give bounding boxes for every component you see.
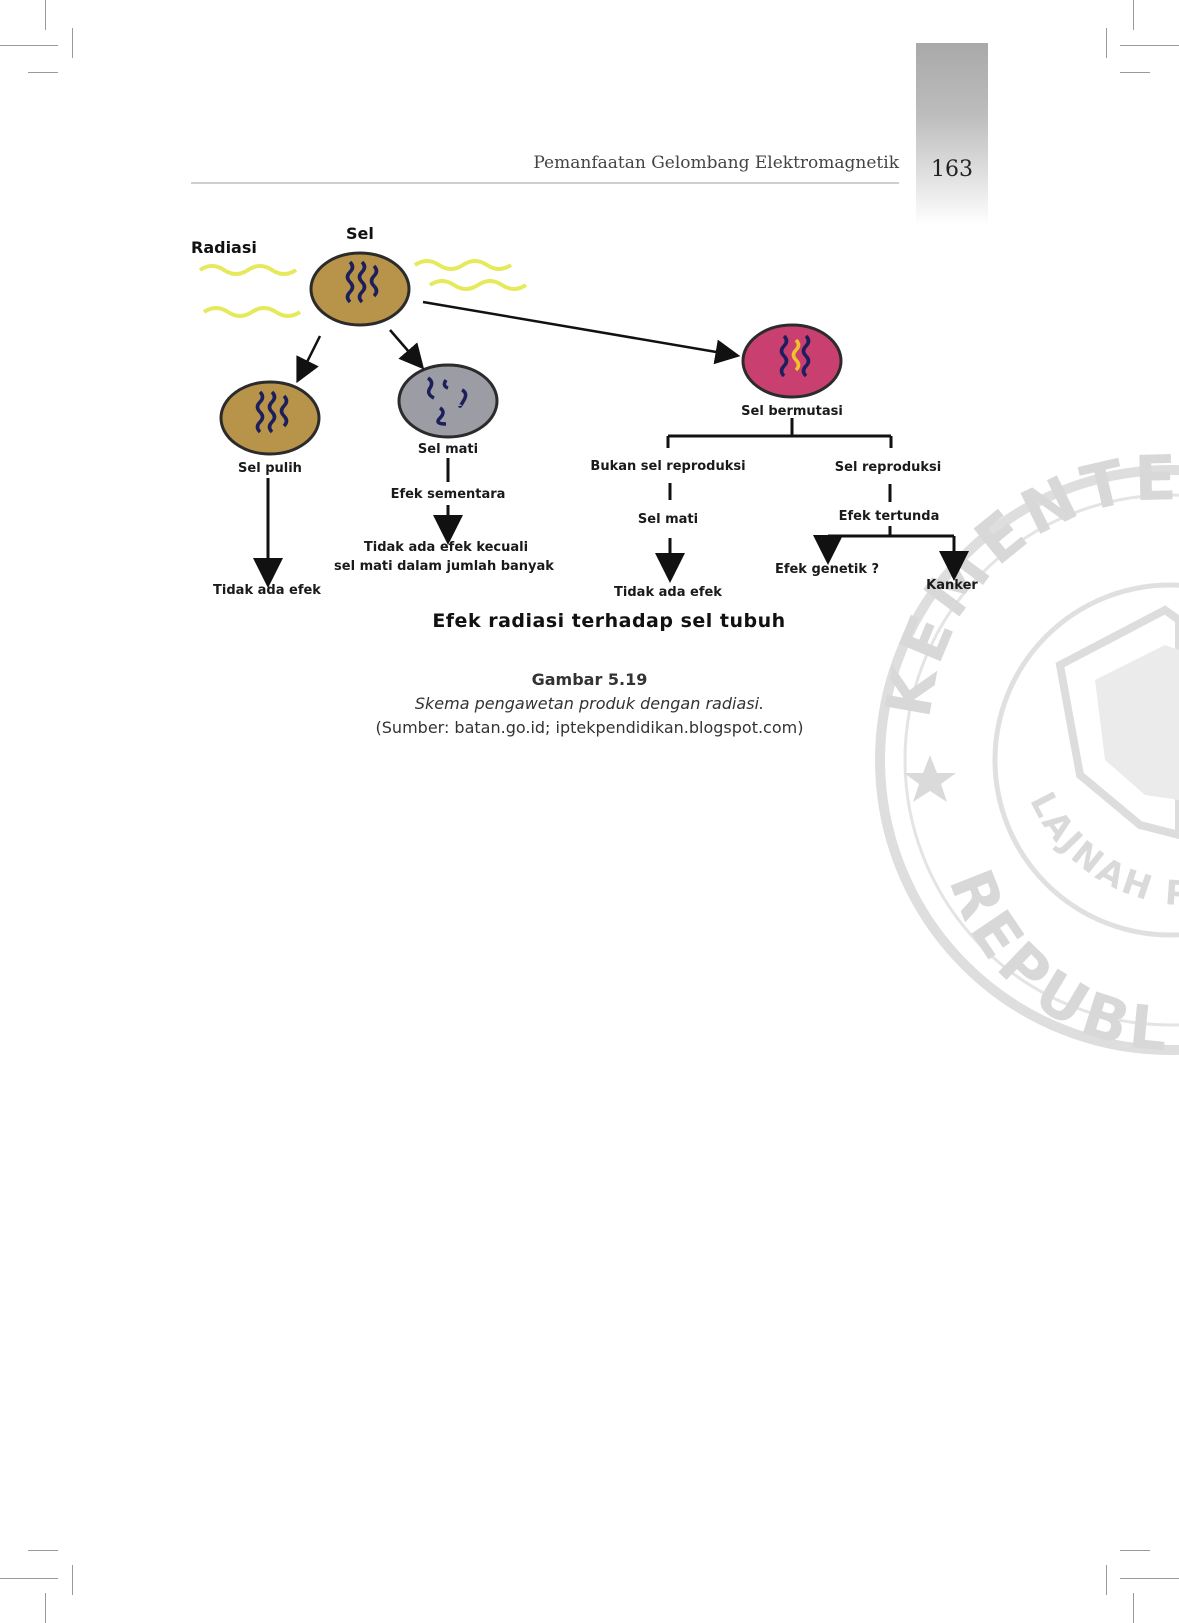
label-sel-mati-right: Sel mati xyxy=(638,512,698,527)
label-tidak-ada-efek-right: Tidak ada efek xyxy=(614,585,722,600)
crop-mark xyxy=(1120,72,1150,73)
crop-mark xyxy=(45,1593,46,1623)
crop-mark xyxy=(1120,1578,1179,1579)
label-efek-genetik: Efek genetik ? xyxy=(775,562,879,577)
crop-mark xyxy=(1133,1593,1134,1623)
label-sel-bermutasi: Sel bermutasi xyxy=(741,404,843,419)
label-efek-sementara: Efek sementara xyxy=(391,487,506,502)
label-kanker: Kanker xyxy=(926,578,978,593)
header-rule xyxy=(191,182,899,184)
crop-mark xyxy=(72,28,73,58)
label-sel-mati: Sel mati xyxy=(418,442,478,457)
recovered-cell-icon xyxy=(219,380,321,456)
page-number: 163 xyxy=(931,157,973,182)
flow-arrows xyxy=(253,300,969,588)
label-sel: Sel xyxy=(346,224,374,243)
caption-description: Skema pengawetan produk dengan radiasi. xyxy=(414,694,765,713)
page-number-tab xyxy=(916,43,988,225)
crop-mark xyxy=(0,1578,58,1579)
label-sel-reproduksi: Sel reproduksi xyxy=(835,460,941,475)
crop-mark xyxy=(1120,45,1179,46)
dead-cell-icon xyxy=(397,363,499,439)
crop-mark xyxy=(0,45,58,46)
crop-mark xyxy=(1106,28,1107,58)
radiation-waves xyxy=(198,259,528,318)
crop-mark xyxy=(1133,0,1134,30)
radiation-effect-diagram: Radiasi Sel Sel pulih Sel mati Efek seme… xyxy=(191,224,978,632)
figure-caption: Gambar 5.19 Skema pengawetan produk deng… xyxy=(0,668,1179,740)
label-sel-mati-jumlah-banyak: sel mati dalam jumlah banyak xyxy=(334,559,554,574)
label-tidak-ada-efek-kecuali: Tidak ada efek kecuali xyxy=(364,540,528,555)
label-efek-tertunda: Efek tertunda xyxy=(839,509,940,524)
crop-mark xyxy=(1106,1565,1107,1595)
label-radiasi: Radiasi xyxy=(191,238,257,257)
caption-source: (Sumber: batan.go.id; iptekpendidikan.bl… xyxy=(375,718,804,737)
diagram-title: Efek radiasi terhadap sel tubuh xyxy=(432,610,785,632)
caption-title: Gambar 5.19 xyxy=(531,670,648,689)
crop-mark xyxy=(28,72,58,73)
crop-mark xyxy=(28,1550,58,1551)
crop-mark xyxy=(72,1565,73,1595)
cell-icon xyxy=(309,251,411,327)
running-header-title: Pemanfaatan Gelombang Elektromagnetik xyxy=(533,153,899,173)
label-bukan-sel-reproduksi: Bukan sel reproduksi xyxy=(590,459,745,474)
label-sel-pulih: Sel pulih xyxy=(238,461,302,476)
crop-mark xyxy=(45,0,46,30)
label-tidak-ada-efek: Tidak ada efek xyxy=(213,583,321,598)
mutated-cell-icon xyxy=(741,323,843,399)
crop-mark xyxy=(1120,1550,1150,1551)
